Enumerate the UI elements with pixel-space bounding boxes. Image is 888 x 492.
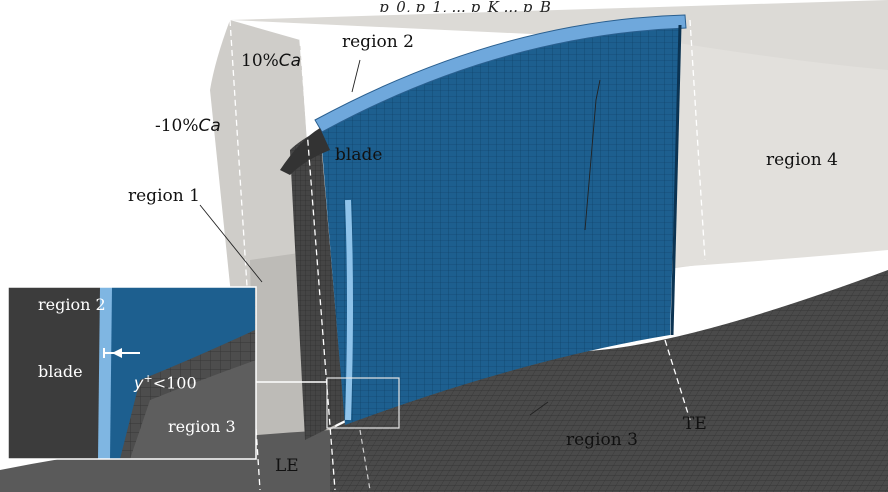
label-region-2: region 2 <box>342 32 414 52</box>
label-neg10ca: -10%Ca <box>155 116 221 136</box>
label-10ca: 10%Ca <box>241 51 302 71</box>
inset-label-region-2: region 2 <box>38 295 106 314</box>
boundary-line <box>299 39 336 491</box>
le-mesh-band <box>290 130 345 440</box>
top-caption: p_0, p_1, ... p_K ... p_B <box>379 0 551 12</box>
zoom-box <box>326 377 400 429</box>
boundary-line <box>689 19 706 261</box>
leader-region-1 <box>199 204 263 283</box>
inset-label-blade: blade <box>38 362 83 381</box>
blade-surface <box>320 25 680 425</box>
label-te: TE <box>683 414 707 434</box>
boundary-line <box>359 429 371 491</box>
label-blade: blade <box>335 145 383 165</box>
label-le: LE <box>275 456 299 476</box>
inset-label-region-3: region 3 <box>168 417 236 436</box>
region-2-dark-band <box>280 128 330 175</box>
blade-le-strip <box>345 199 353 421</box>
label-region-4: region 4 <box>766 150 838 170</box>
label-region-3: region 3 <box>566 430 638 450</box>
leader-blade-region3 <box>584 79 601 231</box>
blade-shroud-strip <box>314 14 687 133</box>
inset-view <box>7 286 257 460</box>
boundary-line <box>664 339 691 421</box>
leader-region-2 <box>351 59 361 93</box>
yplus-arrow <box>112 348 122 358</box>
leader-region-3 <box>529 401 549 416</box>
label-region-1: region 1 <box>128 186 200 206</box>
hub-floor-mesh <box>330 270 888 492</box>
region-4-surface <box>660 40 888 268</box>
blade-te-edge <box>670 24 682 336</box>
inset-label-yplus: y+<100 <box>134 372 197 393</box>
